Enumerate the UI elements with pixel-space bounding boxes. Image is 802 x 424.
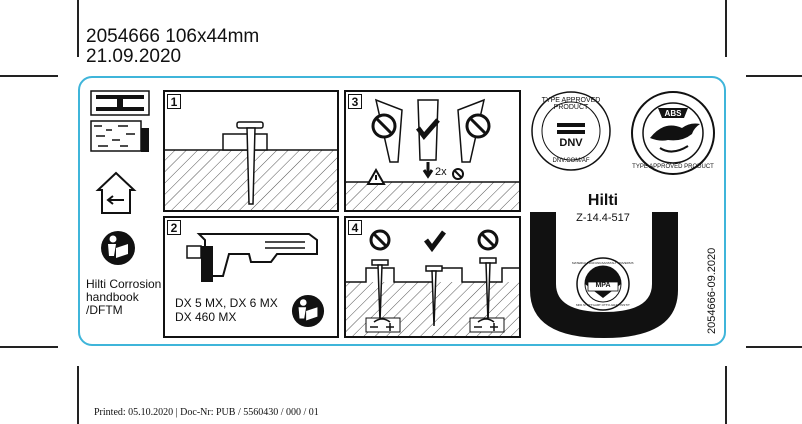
dnv-url: DNV.COM/AF xyxy=(552,158,590,164)
dnv-ring-text: TYPE APPROVED PRODUCT xyxy=(541,97,601,111)
hilti-brand: Hilti xyxy=(587,192,619,209)
product-label: Hilti Corrosion handbook /DFTM 1 2 DX 5 … xyxy=(78,76,726,346)
tool-models-line1: DX 5 MX, DX 6 MX xyxy=(175,296,278,310)
tool-models-line2: DX 460 MX xyxy=(175,310,237,324)
steel-beam-icon xyxy=(90,90,150,116)
abs-type-approval-logo: ABS TYPE APPROVED PRODUCT xyxy=(630,90,716,176)
mpa-logo-text: MPA xyxy=(595,282,611,289)
crop-mark xyxy=(0,346,58,348)
panel-1: 1 xyxy=(163,90,339,212)
abs-logo-text: ABS xyxy=(664,109,682,118)
print-footer: Printed: 05.10.2020 | Doc-Nr: PUB / 5560… xyxy=(94,407,319,418)
crop-mark xyxy=(725,366,727,424)
approval-number: Z-14.4-517 xyxy=(576,212,630,224)
header-article-size: 2054666 106x44mm xyxy=(86,26,260,47)
nail-set-diagram xyxy=(165,121,337,210)
nail-standoff-diagram xyxy=(346,229,519,336)
panel-number: 1 xyxy=(167,94,181,109)
panel-4: 4 xyxy=(344,216,521,338)
read-manual-icon xyxy=(291,294,325,328)
panel-3: 3 2x xyxy=(344,90,521,212)
hilti-approval-mark: Hilti Z-14.4-517 MPA MATERIALPRÜFUNGSANS… xyxy=(528,182,678,340)
dnv-logo-text: DNV xyxy=(559,137,583,149)
dnv-type-approval-logo: TYPE APPROVED PRODUCT DNV DNV.COM/AF xyxy=(530,90,612,172)
nail-gun-icon xyxy=(186,233,318,282)
panel-number: 3 xyxy=(348,94,362,109)
tool-angle-diagram xyxy=(346,98,519,210)
crop-mark xyxy=(0,75,58,77)
panel-number: 4 xyxy=(348,220,362,235)
crop-mark xyxy=(746,346,802,348)
repeat-count-label: 2x xyxy=(435,166,447,178)
panel-number: 2 xyxy=(167,220,181,235)
header-date: 21.09.2020 xyxy=(86,46,182,67)
abs-ring-text: TYPE APPROVED PRODUCT xyxy=(632,164,714,170)
crop-mark xyxy=(746,75,802,77)
handbook-text: Hilti Corrosion handbook /DFTM xyxy=(86,277,162,317)
mpa-ring-top: MATERIALPRÜFUNGSANSTALT UNIVERSITÄT STUT… xyxy=(572,261,634,265)
panel-2: 2 DX 5 MX, DX 6 MX DX 460 MX xyxy=(163,216,339,338)
mpa-ring-bottom: MPA STUTTGART OTTO-GRAF-INSTITUT xyxy=(576,303,630,307)
read-manual-icon xyxy=(101,231,135,265)
crop-mark xyxy=(77,366,79,424)
crop-mark xyxy=(725,0,727,57)
concrete-block-icon xyxy=(90,120,149,152)
indoor-house-icon xyxy=(95,171,137,214)
side-code: 2054666-09.2020 xyxy=(706,247,718,334)
crop-mark xyxy=(77,0,79,57)
